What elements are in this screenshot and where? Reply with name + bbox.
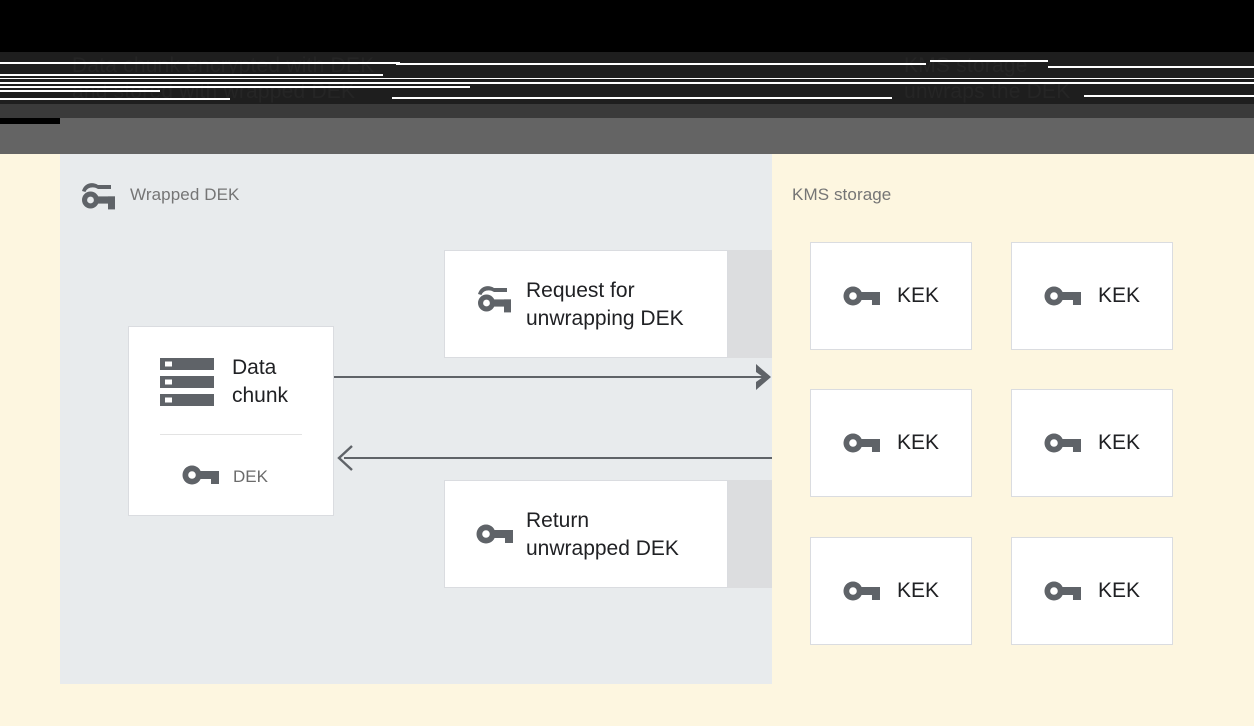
kms-storage-label: KMS storage [792,185,892,204]
key-icon [1044,286,1081,306]
kek-box[interactable]: KEK [1011,537,1173,645]
request-arrow-head [756,364,771,390]
data-chunk-divider [160,434,302,435]
return-unwrapped-text: Return unwrapped DEK [526,509,679,560]
kek-label: KEK [1097,431,1141,454]
kek-box[interactable]: KEK [1011,389,1173,497]
occlusion-line [1048,66,1254,68]
kek-box[interactable]: KEK [810,242,972,350]
return-arrow-line [344,457,772,459]
key-icon [476,524,513,544]
data-chunk-title: Data chunk [232,356,289,407]
kek-label: KEK [896,284,940,307]
occlusion-line [0,78,1254,79]
kek-label: KEK [1097,284,1141,307]
header-gray-notch [0,118,60,124]
occlusion-line [1084,95,1254,97]
request-arrow-line [334,376,764,378]
return-arrow-head [337,445,353,471]
occlusion-line [392,97,892,99]
key-icon [843,581,880,601]
occlusion-line [0,82,1254,84]
occlusion-line [930,60,1048,62]
key-icon [1044,433,1081,453]
caption-left: Data chunk encrypted with DEK and stored… [72,54,375,103]
header-gray-bar [0,118,1254,154]
wrapped-dek-label: Wrapped DEK [130,185,240,204]
kek-label: KEK [896,431,940,454]
dek-label: DEK [233,467,268,486]
wrapped-key-icon [82,183,115,210]
wrapped-key-icon [478,286,511,313]
occlusion-line [0,98,230,100]
request-card-shadow [728,250,772,358]
occlusion-line [396,63,926,65]
key-icon [843,433,880,453]
return-card-shadow [728,480,772,588]
occlusion-line [0,74,383,76]
header-black-band [0,0,1254,52]
occlusion-line [0,86,470,88]
key-icon [843,286,880,306]
occlusion-line [0,90,160,92]
kek-box[interactable]: KEK [1011,242,1173,350]
request-unwrap-text: Request for unwrapping DEK [526,279,684,330]
occlusion-line [0,62,400,64]
data-chunk-icon [160,358,214,406]
key-icon [182,465,219,485]
kek-label: KEK [896,579,940,602]
key-icon [1044,581,1081,601]
kek-box[interactable]: KEK [810,389,972,497]
caption-right: KMS storage unwraps the DEK [904,54,1071,103]
kek-box[interactable]: KEK [810,537,972,645]
data-chunk-card[interactable] [128,326,334,516]
kek-label: KEK [1097,579,1141,602]
occlusion-line [0,104,1254,118]
